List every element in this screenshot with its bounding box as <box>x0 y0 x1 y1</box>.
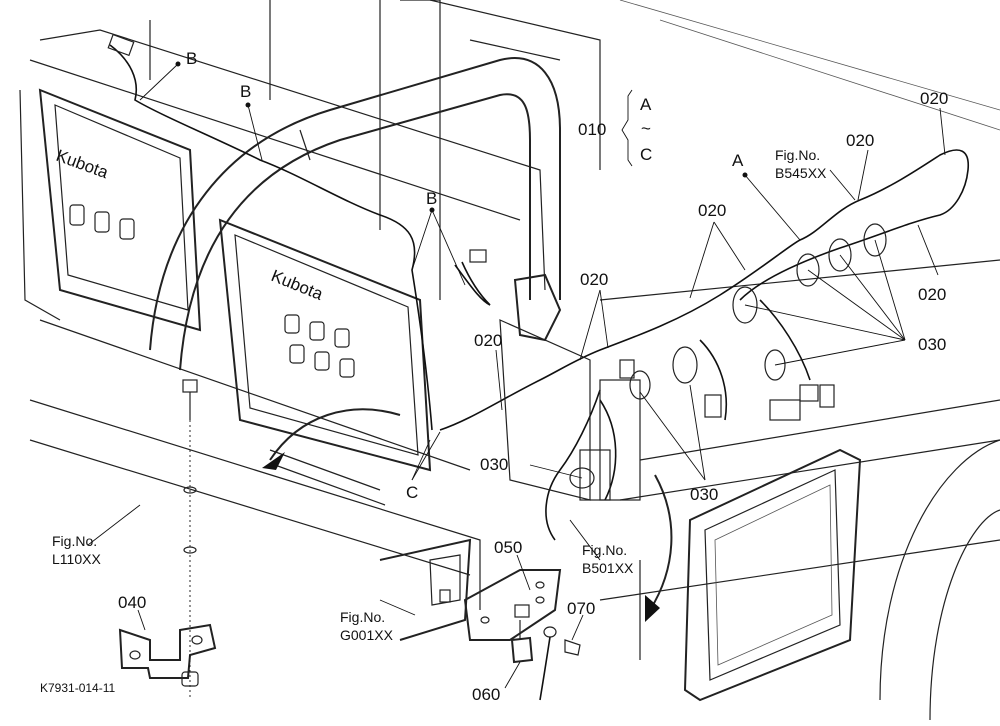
part-070-ground-wire <box>539 626 581 701</box>
label-c-bottom: C <box>406 483 418 502</box>
connectors <box>107 33 835 501</box>
rops-mount <box>499 273 591 501</box>
figref-l110-fig: Fig.No. <box>52 533 97 549</box>
seat-logo-front: Kubota <box>269 266 327 304</box>
seat-logo-rear: Kubota <box>54 146 112 182</box>
rops-roll-bar <box>149 57 561 371</box>
label-tilde: ~ <box>641 119 651 138</box>
label-020-5: 020 <box>846 131 874 150</box>
label-030-mid: 030 <box>690 485 718 504</box>
label-a-range: A <box>640 95 652 114</box>
label-070: 070 <box>567 599 595 618</box>
label-020-6: 020 <box>920 89 948 108</box>
drawing-code: K7931-014-11 <box>40 681 115 695</box>
figref-b501-fig: Fig.No. <box>582 542 627 558</box>
frame-structure <box>19 0 1000 721</box>
part-060-bolt <box>510 620 534 664</box>
figref-b545-fig: Fig.No. <box>775 147 820 163</box>
label-050: 050 <box>494 538 522 557</box>
figref-l110-code: L110XX <box>52 551 101 567</box>
label-040: 040 <box>118 593 146 612</box>
part-050-plate <box>463 569 562 641</box>
label-020-3: 020 <box>580 270 608 289</box>
label-030-left: 030 <box>480 455 508 474</box>
clamps-030 <box>569 223 887 489</box>
label-020-2: 020 <box>474 331 502 350</box>
label-a-wire: A <box>732 151 744 170</box>
label-010: 010 <box>578 120 606 139</box>
leader-lines <box>87 61 946 689</box>
callout-labels: B B B 010 A ~ C A Fig.No. B545XX 020 020… <box>40 49 948 704</box>
assembly-arrows <box>262 408 673 622</box>
figref-b501-code: B501XX <box>582 560 634 576</box>
label-060: 060 <box>472 685 500 704</box>
figref-g001-fig: Fig.No. <box>340 609 385 625</box>
label-b-3: B <box>426 189 437 208</box>
rear-seat: Kubota <box>38 88 202 332</box>
label-020-7: 020 <box>918 285 946 304</box>
label-b-2: B <box>240 82 251 101</box>
label-030-right: 030 <box>918 335 946 354</box>
label-020-4: 020 <box>698 201 726 220</box>
label-b-1: B <box>186 49 197 68</box>
figref-b545-code: B545XX <box>775 165 827 181</box>
bolt-and-nut <box>181 379 199 700</box>
label-c-range: C <box>640 145 652 164</box>
rear-beam <box>379 538 472 641</box>
part-040-bracket <box>118 623 217 679</box>
front-seat: Kubota <box>218 218 432 506</box>
figref-g001-code: G001XX <box>340 627 394 643</box>
